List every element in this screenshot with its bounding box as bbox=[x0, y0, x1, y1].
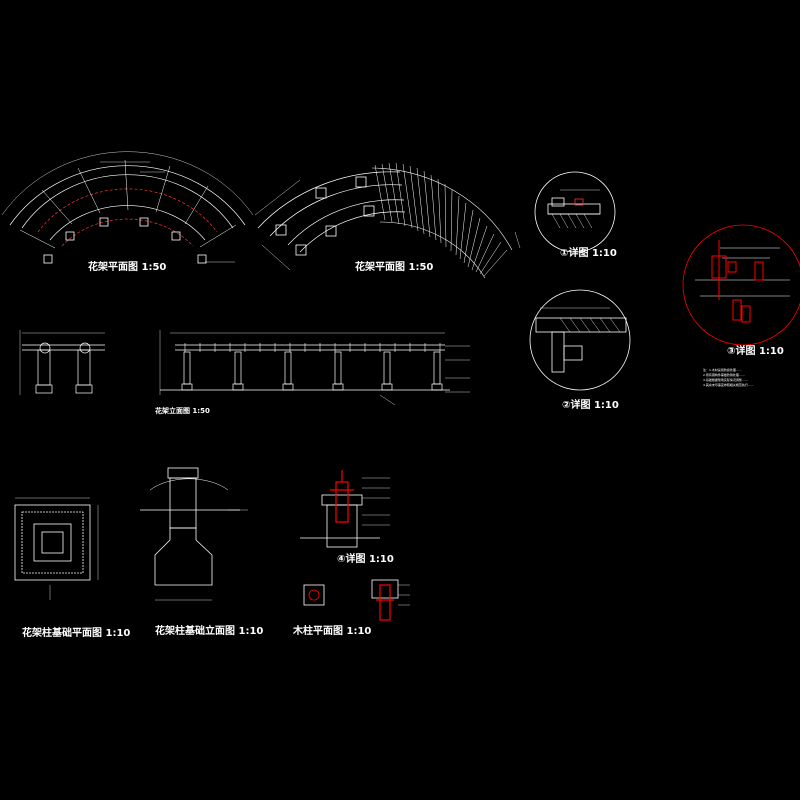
elevation-title: 花架立面图 1:50 bbox=[155, 407, 210, 415]
base-plan-view bbox=[14, 497, 99, 600]
base-section-title: 花架柱基础立面图 1:10 bbox=[155, 626, 264, 637]
base-section-view bbox=[140, 467, 248, 601]
detail-3-view bbox=[682, 224, 800, 346]
detail-1-view bbox=[534, 171, 616, 253]
pergola-plan-b bbox=[254, 162, 521, 279]
pergola-plan-a bbox=[1, 151, 254, 264]
post-plan-title: 木柱平面图 1:10 bbox=[293, 626, 372, 637]
detail-2-title: ②详图 1:10 bbox=[562, 400, 619, 411]
detail-4-view bbox=[300, 470, 390, 548]
base-plan-title: 花架柱基础平面图 1:10 bbox=[22, 628, 131, 639]
plan-a-title: 花架平面图 1:50 bbox=[88, 262, 167, 273]
plan-b-title: 花架平面图 1:50 bbox=[355, 262, 434, 273]
detail-3-title: ③详图 1:10 bbox=[727, 346, 784, 357]
pergola-elevation bbox=[19, 330, 470, 406]
post-plan-view bbox=[303, 579, 410, 621]
detail-4-title: ④详图 1:10 bbox=[337, 554, 394, 565]
detail-1-title: ①详图 1:10 bbox=[560, 248, 617, 259]
general-notes: 注：1.木材采用防腐处理…… 2.所有钢构件需做防锈处理…… 3.基础根据现场实… bbox=[703, 368, 754, 387]
detail-2-view bbox=[529, 289, 631, 391]
